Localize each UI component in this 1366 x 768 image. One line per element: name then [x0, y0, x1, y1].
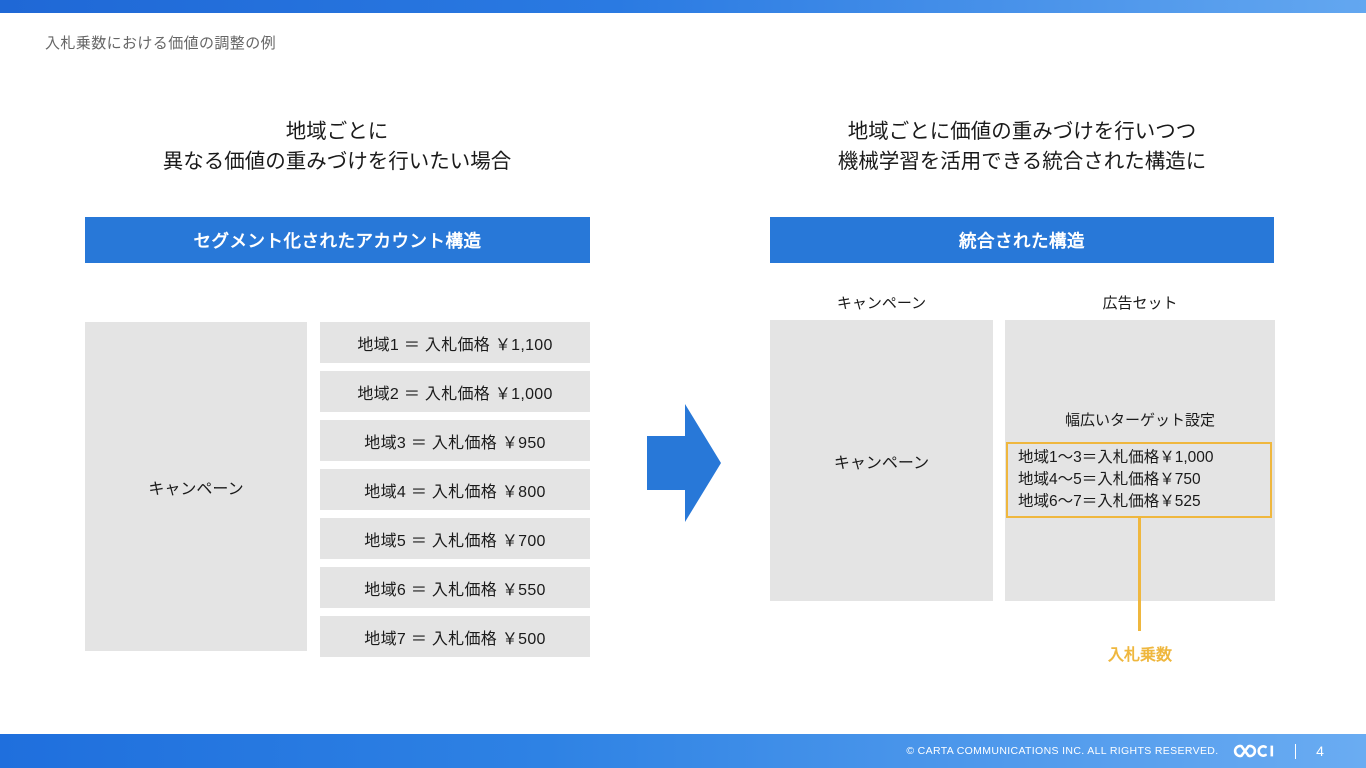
- footer-page-number: 4: [1316, 743, 1324, 759]
- region-row: 地域6 ＝ 入札価格 ￥550: [320, 567, 590, 608]
- footer-copyright: © CARTA COMMUNICATIONS INC. ALL RIGHTS R…: [906, 745, 1219, 757]
- callout-label: 入札乗数: [1107, 647, 1172, 664]
- right-campaign-sub-label: キャンペーン: [836, 295, 927, 312]
- footer-content: © CARTA COMMUNICATIONS INC. ALL RIGHTS R…: [906, 734, 1326, 768]
- top-accent-bar: [0, 0, 1366, 13]
- region-row: 地域5 ＝ 入札価格 ￥700: [320, 518, 590, 559]
- left-column-heading: 地域ごとに 異なる価値の重みづけを行いたい場合: [162, 120, 512, 173]
- region-row: 地域2 ＝ 入札価格 ￥1,000: [320, 371, 590, 412]
- right-column-heading: 地域ごとに価値の重みづけを行いつつ 機械学習を活用できる統合された構造に: [837, 120, 1207, 173]
- left-campaign-label: キャンペーン: [148, 480, 244, 498]
- page-title: 入札乗数における価値の調整の例: [45, 35, 277, 52]
- callout-leader-line: [1138, 518, 1141, 631]
- bid-line: 地域6〜7＝入札価格￥525: [1018, 493, 1201, 510]
- right-campaign-box: キャンペーン: [770, 320, 993, 601]
- region-row: 地域7 ＝ 入札価格 ￥500: [320, 616, 590, 657]
- footer-divider: [1294, 743, 1296, 759]
- region-row: 地域3 ＝ 入札価格 ￥950: [320, 420, 590, 461]
- bid-multiplier-box: 地域1〜3＝入札価格￥1,000 地域4〜5＝入札価格￥750 地域6〜7＝入札…: [1006, 442, 1272, 518]
- left-section-banner: セグメント化されたアカウント構造: [85, 217, 590, 263]
- right-campaign-label: キャンペーン: [833, 454, 930, 472]
- bid-line: 地域4〜5＝入札価格￥750: [1018, 471, 1201, 488]
- region-row: 地域1 ＝ 入札価格 ￥1,100: [320, 322, 590, 363]
- region-bid-list: 地域1 ＝ 入札価格 ￥1,100 地域2 ＝ 入札価格 ￥1,000 地域3 …: [320, 322, 590, 657]
- right-arrow-icon: [647, 404, 721, 522]
- region-row: 地域4 ＝ 入札価格 ￥800: [320, 469, 590, 510]
- right-section-banner-label: 統合された構造: [959, 230, 1085, 251]
- footer-bar: [0, 734, 1366, 768]
- cci-logo-icon: [1233, 744, 1273, 758]
- left-campaign-box: キャンペーン: [85, 322, 307, 651]
- left-section-banner-label: セグメント化されたアカウント構造: [193, 230, 482, 251]
- right-adset-sub-label: 広告セット: [1102, 295, 1178, 312]
- bid-line: 地域1〜3＝入札価格￥1,000: [1018, 449, 1214, 466]
- right-section-banner: 統合された構造: [770, 217, 1274, 263]
- adset-targeting-title: 幅広いターゲット設定: [1064, 412, 1215, 429]
